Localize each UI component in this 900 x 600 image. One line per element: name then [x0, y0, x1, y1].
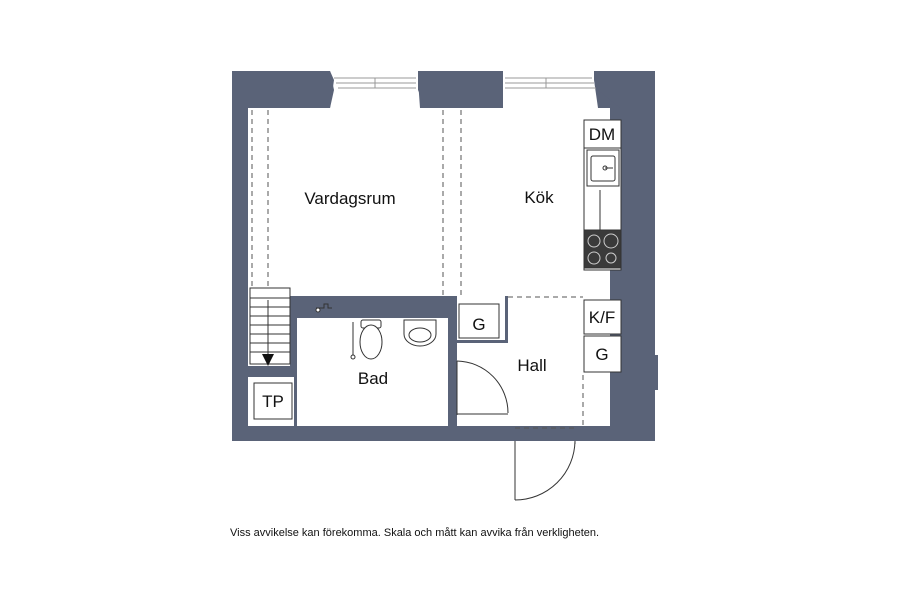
wall-bottom-right	[575, 426, 655, 441]
washbasin-bowl	[408, 327, 432, 343]
wardrobe-hall-box	[458, 303, 500, 339]
fixture-label-g-hall: G	[472, 315, 485, 334]
room-label-kok: Kök	[524, 188, 554, 207]
stove-burner-icon	[603, 233, 619, 249]
doors	[456, 360, 576, 501]
toilet-icon	[359, 324, 383, 360]
pillar-right	[594, 71, 655, 108]
right-wall-bump	[650, 355, 658, 390]
partition-walls	[232, 296, 655, 441]
kitchen-cabinets	[583, 119, 622, 373]
wall-right-lower	[610, 373, 655, 426]
pillar-left	[232, 71, 334, 108]
bathroom-fixtures	[315, 303, 437, 360]
room-label-hall: Hall	[517, 356, 546, 375]
wall-bath-right	[448, 296, 457, 360]
room-label-bad: Bad	[358, 369, 388, 388]
shower-rail-end	[350, 354, 356, 360]
bath-door-swing	[456, 360, 509, 414]
wall-hall-nook-bottom	[457, 340, 508, 343]
fridge-box	[583, 299, 622, 335]
wardrobe-kitchen-box	[583, 335, 622, 373]
shower-head-icon	[315, 307, 321, 313]
stairs	[249, 287, 291, 366]
disclaimer-text: Viss avvikelse kan förekomma. Skala och …	[230, 527, 600, 539]
stove-burner-icon	[605, 252, 617, 264]
wall-stairs-bottom	[248, 366, 297, 377]
wall-bottom	[232, 426, 515, 441]
floor-areas	[248, 90, 610, 426]
windows	[232, 71, 655, 108]
pillar-middle	[418, 71, 503, 108]
fixture-label-tp: TP	[262, 392, 284, 411]
window-left-frame	[330, 71, 420, 108]
window-right-frame	[503, 71, 598, 108]
room-label-vardagsrum: Vardagsrum	[304, 189, 395, 208]
wall-bath-right-lower	[448, 415, 457, 426]
dishwasher-box	[583, 119, 622, 149]
stairs-arrow-icon	[262, 354, 274, 366]
fixture-label-dm: DM	[589, 125, 615, 144]
wall-hall-nook-right	[505, 296, 508, 340]
wall-tp-right	[294, 377, 297, 426]
fixture-label-g-kitchen: G	[595, 345, 608, 364]
stove-burner-icon	[587, 234, 601, 248]
stairs-outline	[249, 287, 291, 365]
shower-tap-icon	[316, 303, 332, 309]
tp-box	[253, 382, 293, 420]
entry-door-swing	[514, 440, 576, 501]
fixture-label-kf: K/F	[589, 308, 615, 327]
stove-burner-icon	[587, 251, 601, 265]
wall-bath-left	[290, 296, 297, 377]
dashed-lines	[251, 110, 584, 429]
floor-living-kitchen	[248, 108, 610, 296]
wall-bath-top	[290, 296, 457, 318]
